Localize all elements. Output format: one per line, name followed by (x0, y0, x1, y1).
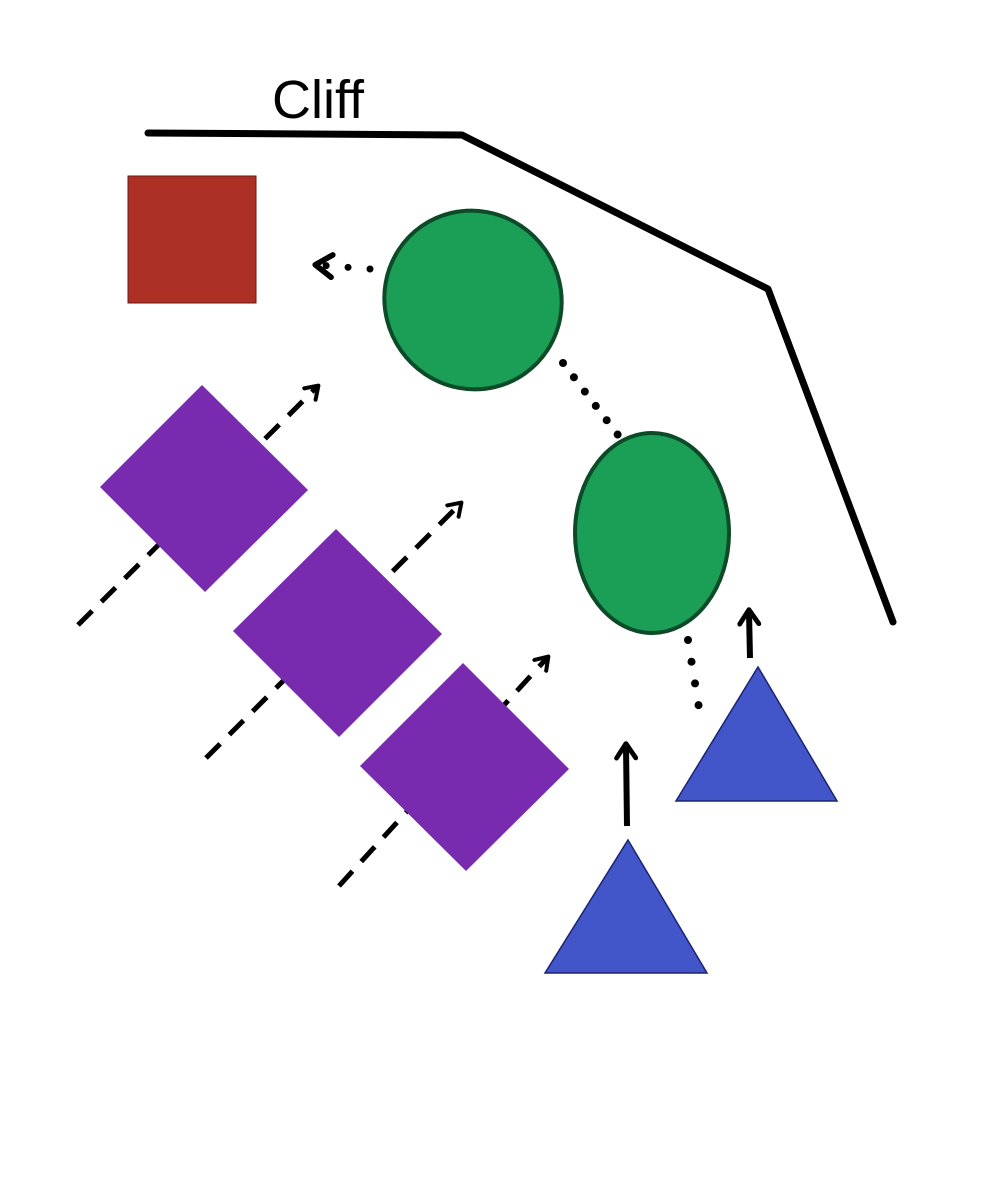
dotted-link-triangle (684, 636, 703, 712)
triangle-bottom-group (543, 741, 709, 974)
purple-diamond-3 (360, 663, 569, 871)
dotted-link-ellipses (559, 359, 622, 439)
purple-diamond-2 (233, 529, 442, 737)
blue-triangle-right (674, 665, 839, 802)
diamond-group-1 (76, 383, 321, 627)
dotted-arrow-left (312, 252, 374, 281)
dashed-arrow-3 (337, 654, 551, 888)
purple-diamond-1 (100, 385, 308, 592)
triangle-right-group (674, 607, 839, 802)
cliff-outline (144, 129, 897, 626)
diamond-group-2 (204, 500, 464, 760)
diamond-group-3 (337, 654, 569, 888)
ellipse-top-group (312, 208, 564, 392)
red-square (127, 175, 257, 304)
cliff-label: Cliff (272, 70, 365, 130)
green-ellipse-bottom (573, 431, 731, 635)
green-ellipse-top (382, 208, 564, 392)
blue-triangle-bottom (543, 838, 709, 974)
solid-arrow-right (737, 607, 762, 659)
solid-arrow-bottom (614, 741, 639, 827)
